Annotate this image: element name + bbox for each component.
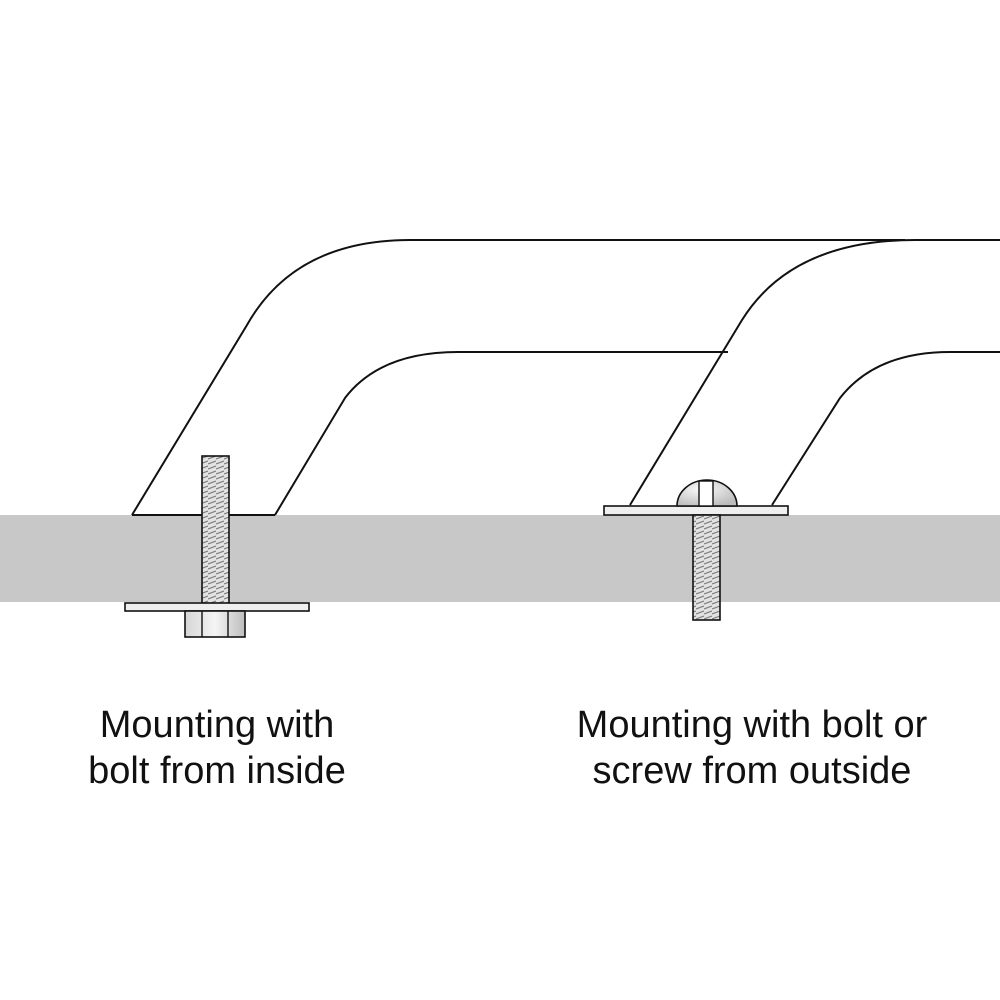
washer-outside (603, 505, 789, 516)
grab-bar-right-leg-inner (771, 351, 1000, 506)
caption-outside-line-2: screw from outside (592, 750, 912, 792)
caption-inside-line-2: bolt from inside (88, 750, 346, 792)
caption-inside-mounting: Mounting with bolt from inside (0, 702, 434, 794)
hex-nut (184, 610, 246, 638)
grab-bar-left-leg-inner (274, 351, 728, 516)
bolt-shaft-inside (201, 455, 230, 606)
grab-bar-left-leg (131, 239, 905, 516)
mounting-surface (0, 515, 1000, 602)
grab-bar-right-leg (629, 239, 1000, 506)
screw-from-outside (603, 479, 789, 621)
caption-outside-line-1: Mounting with bolt or (576, 704, 928, 746)
caption-outside-mounting: Mounting with bolt or screw from outside (522, 702, 982, 794)
bolt-from-inside (124, 455, 310, 638)
caption-inside-line-1: Mounting with (99, 704, 335, 746)
screw-slot (698, 480, 714, 507)
screw-shaft (692, 514, 721, 621)
washer-inside (124, 602, 310, 612)
